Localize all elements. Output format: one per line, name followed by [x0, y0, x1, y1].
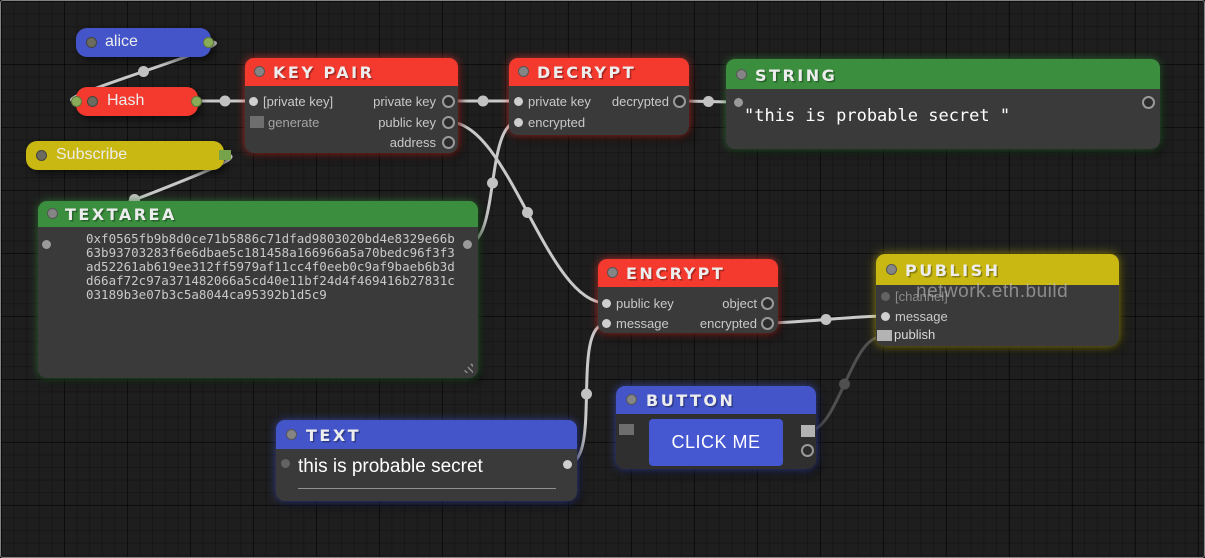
keypair-generate-checkbox[interactable] — [250, 116, 264, 128]
encrypt-output-encrypted-pin[interactable] — [761, 317, 774, 330]
node-publish-title: PUBLISH — [905, 261, 1001, 280]
wire-midpoint-dot-dark — [839, 378, 850, 390]
textarea-output-pin[interactable] — [463, 240, 472, 249]
node-title-dot[interactable] — [254, 66, 265, 77]
decrypt-input-private-key-pin[interactable] — [514, 97, 523, 106]
keypair-output-address-pin[interactable] — [442, 136, 455, 149]
alice-output-pin[interactable] — [203, 37, 214, 48]
keypair-output-private-key-label: private key — [373, 94, 436, 109]
keypair-output-public-key-label: public key — [378, 115, 436, 130]
encrypt-input-message-pin[interactable] — [602, 319, 611, 328]
keypair-input-private-key-label: [private key] — [263, 94, 334, 109]
node-encrypt[interactable]: ENCRYPT public key message object encryp… — [598, 259, 778, 333]
node-title-dot[interactable] — [47, 208, 58, 219]
node-textarea-title: TEXTAREA — [65, 205, 177, 224]
string-input-pin[interactable] — [734, 98, 743, 107]
keypair-output-private-key-pin[interactable] — [442, 95, 455, 108]
text-input-underline — [298, 488, 556, 489]
node-header[interactable] — [616, 386, 816, 414]
node-textarea[interactable]: TEXTAREA 0xf0565fb9b8d0ce71b5886c71dfad9… — [38, 201, 478, 378]
click-me-button[interactable]: CLICK ME — [649, 419, 783, 466]
node-subscribe-title: Subscribe — [56, 146, 128, 163]
string-value: "this is probable secret " — [744, 106, 1011, 126]
node-string[interactable]: STRING "this is probable secret " — [726, 59, 1160, 149]
button-output-circle-pin[interactable] — [801, 444, 814, 457]
keypair-generate-label: generate — [268, 115, 320, 130]
node-alice-title: alice — [105, 33, 138, 50]
encrypt-input-public-key-label: public key — [616, 296, 674, 311]
wire-midpoint-dots — [129, 66, 832, 400]
hash-input-pin[interactable] — [71, 96, 82, 107]
node-title-dot[interactable] — [86, 37, 97, 48]
node-title-dot[interactable] — [286, 429, 297, 440]
text-input-field[interactable]: this is probable secret — [298, 456, 483, 477]
network-watermark: network.eth.build — [916, 281, 1069, 302]
node-header[interactable] — [876, 254, 1119, 285]
node-header[interactable] — [509, 58, 689, 86]
textarea-line: 0xf0565fb9b8d0ce71b5886c71dfad9803020bd4… — [86, 231, 455, 246]
encrypt-input-public-key-pin[interactable] — [602, 299, 611, 308]
textarea-line: d66af72c97a371482066a5cd40e11bf24d4f4694… — [86, 273, 455, 288]
node-title-dot[interactable] — [886, 264, 897, 275]
publish-input-channel-pin[interactable] — [881, 292, 890, 301]
string-output-pin[interactable] — [1142, 96, 1155, 109]
decrypt-input-encrypted-pin[interactable] — [514, 118, 523, 127]
node-alice[interactable]: alice — [76, 28, 214, 57]
node-decrypt-title: DECRYPT — [537, 63, 637, 82]
hash-output-pin[interactable] — [191, 96, 202, 107]
node-hash[interactable]: Hash — [71, 87, 202, 116]
node-button[interactable]: BUTTON CLICK ME — [616, 386, 816, 469]
resize-handle-icon[interactable] — [462, 362, 473, 373]
textarea-line: 63b93703283f6e6dbae5c181458a166966a5a70b… — [86, 245, 455, 260]
text-output-pin[interactable] — [563, 460, 572, 469]
node-title-dot[interactable] — [736, 69, 747, 80]
node-header[interactable] — [38, 201, 478, 227]
node-encrypt-title: ENCRYPT — [626, 264, 726, 283]
decrypt-input-private-key-label: private key — [528, 94, 591, 109]
node-title-dot[interactable] — [36, 150, 47, 161]
node-header[interactable] — [245, 58, 458, 86]
button-input-square-pin[interactable] — [619, 424, 634, 435]
node-title-dot[interactable] — [607, 267, 618, 278]
node-text-title: TEXT — [306, 426, 362, 445]
textarea-line: ad52261ab619ee312ff5979af11cc4f0eeb0c9af… — [86, 259, 455, 274]
node-title-dot[interactable] — [626, 394, 637, 405]
encrypt-input-message-label: message — [616, 316, 669, 331]
subscribe-output-pin[interactable] — [219, 150, 231, 160]
publish-trigger-checkbox[interactable] — [877, 330, 892, 341]
node-title-dot[interactable] — [87, 96, 98, 107]
node-text[interactable]: TEXT this is probable secret — [276, 420, 577, 501]
node-decrypt[interactable]: DECRYPT private key encrypted decrypted — [509, 58, 689, 135]
textarea-input-pin[interactable] — [42, 240, 51, 249]
publish-input-message-label: message — [895, 309, 948, 324]
node-subscribe[interactable]: Subscribe — [26, 141, 231, 170]
button-output-square-pin[interactable] — [801, 425, 815, 437]
node-string-title: STRING — [755, 66, 838, 85]
encrypt-output-object-label: object — [722, 296, 757, 311]
node-header[interactable] — [726, 59, 1160, 89]
node-publish[interactable]: PUBLISH [channel] message publish — [876, 254, 1119, 346]
textarea-value[interactable]: 0xf0565fb9b8d0ce71b5886c71dfad9803020bd4… — [86, 232, 468, 302]
publish-input-publish-label: publish — [894, 327, 936, 342]
node-hash-title: Hash — [107, 92, 145, 109]
decrypt-output-decrypted-pin[interactable] — [673, 95, 686, 108]
node-header[interactable] — [598, 259, 778, 287]
text-input-pin[interactable] — [281, 459, 290, 468]
node-header[interactable] — [276, 420, 577, 449]
encrypt-output-object-pin[interactable] — [761, 297, 774, 310]
publish-input-message-pin[interactable] — [881, 312, 890, 321]
decrypt-output-decrypted-label: decrypted — [611, 94, 669, 109]
keypair-output-address-label: address — [389, 135, 436, 150]
node-button-title: BUTTON — [646, 391, 736, 410]
keypair-output-public-key-pin[interactable] — [442, 116, 455, 129]
textarea-line: 03189b3e07b3c5a8044ca95392b1d5c9 — [86, 287, 327, 302]
publish-input-channel-label: [channel] — [895, 289, 948, 304]
keypair-input-private-key-pin[interactable] — [249, 97, 258, 106]
node-keypair[interactable]: KEY PAIR [private key] generate private … — [245, 58, 458, 153]
encrypt-output-encrypted-label: encrypted — [699, 316, 757, 331]
node-title-dot[interactable] — [518, 66, 529, 77]
node-keypair-title: KEY PAIR — [273, 63, 375, 82]
decrypt-input-encrypted-label: encrypted — [528, 115, 586, 130]
